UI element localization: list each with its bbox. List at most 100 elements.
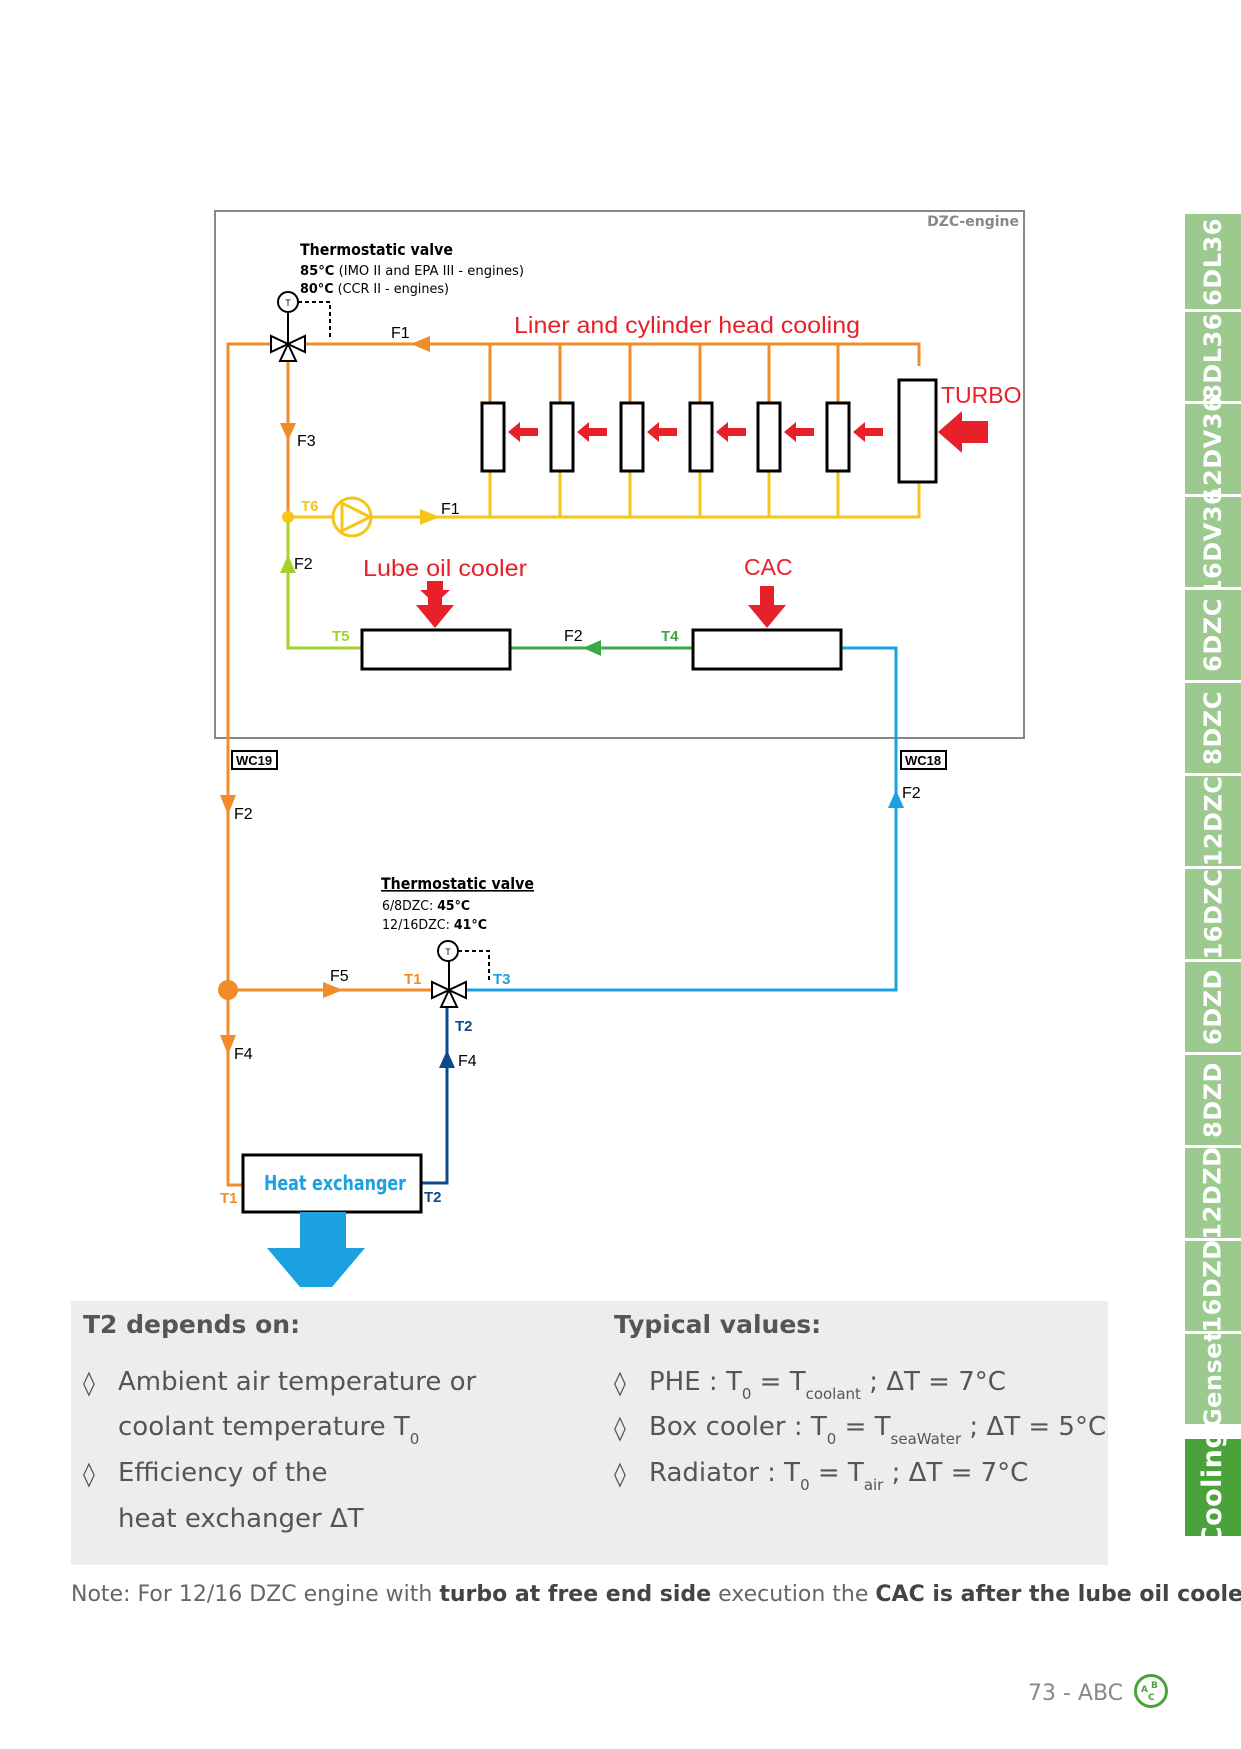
- cylinder: [688, 401, 714, 473]
- turbo-box: [897, 378, 938, 484]
- left-item1-line2: coolant temperature T0: [118, 1412, 420, 1448]
- wc19-label: WC19: [236, 753, 272, 768]
- engine-label: DZC-engine: [927, 214, 1019, 230]
- page-number: 73 - ABC: [1028, 1681, 1124, 1706]
- typical-box-cooler: Box cooler : T0 = TseaWater ; ΔT = 5°C: [649, 1412, 1107, 1448]
- cylinder: [756, 401, 782, 473]
- valve1-line2: 80°C (CCR II - engines): [300, 282, 449, 297]
- left-item1-line1: Ambient air temperature or: [118, 1367, 477, 1397]
- valve2-line1: 6/8DZC: 45°C: [382, 899, 470, 914]
- tab-genset[interactable]: Genset: [1185, 1330, 1241, 1428]
- tab-6dzd[interactable]: 6DZD: [1185, 962, 1241, 1052]
- arrow-f2-right: [888, 790, 904, 808]
- bullet: ◊: [83, 1369, 95, 1397]
- engine-boundary: [214, 210, 1025, 739]
- arrow-f2-out: [220, 795, 236, 815]
- cylinder: [619, 401, 645, 473]
- arrow-f3: [280, 423, 296, 441]
- heat-arrows: [416, 411, 988, 628]
- temp-label-t1-hx: T1: [220, 1190, 238, 1207]
- thermostatic-valve-2-icon: [431, 940, 490, 1008]
- left-item2-line1: Efficiency of the: [118, 1458, 328, 1488]
- cac-label: CAC: [744, 554, 793, 580]
- valve2-title: Thermostatic valve: [381, 874, 534, 893]
- temp-label-t5: T5: [332, 628, 350, 645]
- temp-label-t4: T4: [661, 628, 679, 645]
- turbo-label: TURBO: [941, 382, 1022, 408]
- cac-box: [691, 628, 843, 671]
- tab-8dzd[interactable]: 8DZD: [1185, 1055, 1241, 1145]
- lightblue-pipe: [458, 646, 898, 992]
- tab-8dl36[interactable]: 8DL36: [1185, 312, 1241, 401]
- typical-radiator: Radiator : T0 = Tair ; ΔT = 7°C: [649, 1458, 1029, 1494]
- bullet: ◊: [83, 1460, 95, 1488]
- typical-phe: PHE : T0 = Tcoolant ; ΔT = 7°C: [649, 1367, 1006, 1403]
- abc-logo-icon: A B C: [1134, 1674, 1168, 1708]
- flow-label-f1-bottom: F1: [441, 501, 460, 518]
- thermostatic-valve-1-icon: [270, 291, 331, 362]
- arrow-f4-right: [439, 1050, 455, 1068]
- bullet: ◊: [614, 1369, 626, 1397]
- tab-12dv36[interactable]: 12DV36: [1185, 395, 1241, 503]
- bullet: ◊: [614, 1460, 626, 1488]
- wc18-box: [900, 750, 947, 770]
- valve1-title: Thermostatic valve: [300, 240, 453, 259]
- arrow-f2-mid: [583, 640, 601, 656]
- lube-oil-cooler-box: [360, 628, 512, 671]
- tab-16dzd[interactable]: 16DZD: [1185, 1239, 1241, 1333]
- yellow-pipes: [288, 471, 921, 519]
- valve1-line1: 85°C (IMO II and EPA III - engines): [300, 264, 524, 279]
- cylinders: [480, 378, 938, 484]
- valve2-line2: 12/16DZC: 41°C: [382, 918, 487, 933]
- flow-label-f4-right: F4: [458, 1053, 477, 1070]
- left-heading: T2 depends on:: [83, 1310, 301, 1339]
- tab-6dl36[interactable]: 6DL36: [1185, 214, 1241, 309]
- cylinder: [825, 401, 851, 473]
- temp-label-t1-valve: T1: [404, 971, 422, 988]
- lube-oil-cooler-label: Lube oil cooler: [363, 555, 527, 581]
- valve1-symbol: T: [285, 298, 291, 308]
- valve2-symbol: T: [445, 947, 451, 957]
- left-item2-line2: heat exchanger ΔT: [118, 1504, 364, 1534]
- flow-label-f2-left: F2: [294, 556, 313, 573]
- darkblue-pipe: [421, 1002, 449, 1185]
- tab-8dzc[interactable]: 8DZC: [1185, 683, 1241, 773]
- heat-exchanger-label: Heat exchanger: [264, 1171, 406, 1195]
- arrow-f1-top: [411, 336, 430, 352]
- flow-label-f4-left: F4: [234, 1046, 253, 1063]
- pump-icon: [331, 496, 373, 538]
- flow-label-f5: F5: [330, 968, 349, 985]
- flow-label-f2-out: F2: [234, 806, 253, 823]
- tab-cooling[interactable]: Cooling: [1185, 1429, 1241, 1546]
- heat-out-arrow: [267, 1212, 365, 1287]
- cylinder: [549, 401, 575, 473]
- right-heading: Typical values:: [614, 1310, 822, 1339]
- tab-16dzc[interactable]: 16DZC: [1185, 869, 1241, 959]
- flow-label-f2-right: F2: [902, 785, 921, 802]
- temp-label-t2-hx: T2: [424, 1189, 442, 1206]
- temp-label-t2-valve: T2: [455, 1018, 473, 1035]
- cylinder: [480, 401, 506, 473]
- liner-cooling-label: Liner and cylinder head cooling: [514, 312, 860, 338]
- temp-label-t3: T3: [493, 971, 511, 988]
- arrow-f5: [323, 982, 343, 998]
- footnote: Note: For 12/16 DZC engine with turbo at…: [71, 1582, 1241, 1607]
- tab-12dzd[interactable]: 12DZD: [1185, 1146, 1241, 1240]
- bullet: ◊: [614, 1414, 626, 1442]
- junction-dot-t6: [282, 511, 294, 523]
- arrow-f1-bottom: [420, 509, 440, 525]
- junction-dot-f5: [218, 980, 238, 1000]
- wc18-label: WC18: [905, 753, 941, 768]
- arrow-f4-left: [220, 1035, 236, 1055]
- tab-12dzc[interactable]: 12DZC: [1185, 776, 1241, 866]
- arrow-f2-left: [280, 555, 296, 573]
- tab-16dv36[interactable]: 16DV36: [1185, 488, 1241, 596]
- flow-label-f1-top: F1: [391, 325, 410, 342]
- tab-6dzc[interactable]: 6DZC: [1185, 590, 1241, 680]
- wc19-box: [231, 750, 278, 770]
- flow-label-f3: F3: [297, 433, 316, 450]
- flow-label-f2-mid: F2: [564, 628, 583, 645]
- pump-triangle: [340, 500, 374, 534]
- temp-label-t6: T6: [301, 498, 319, 515]
